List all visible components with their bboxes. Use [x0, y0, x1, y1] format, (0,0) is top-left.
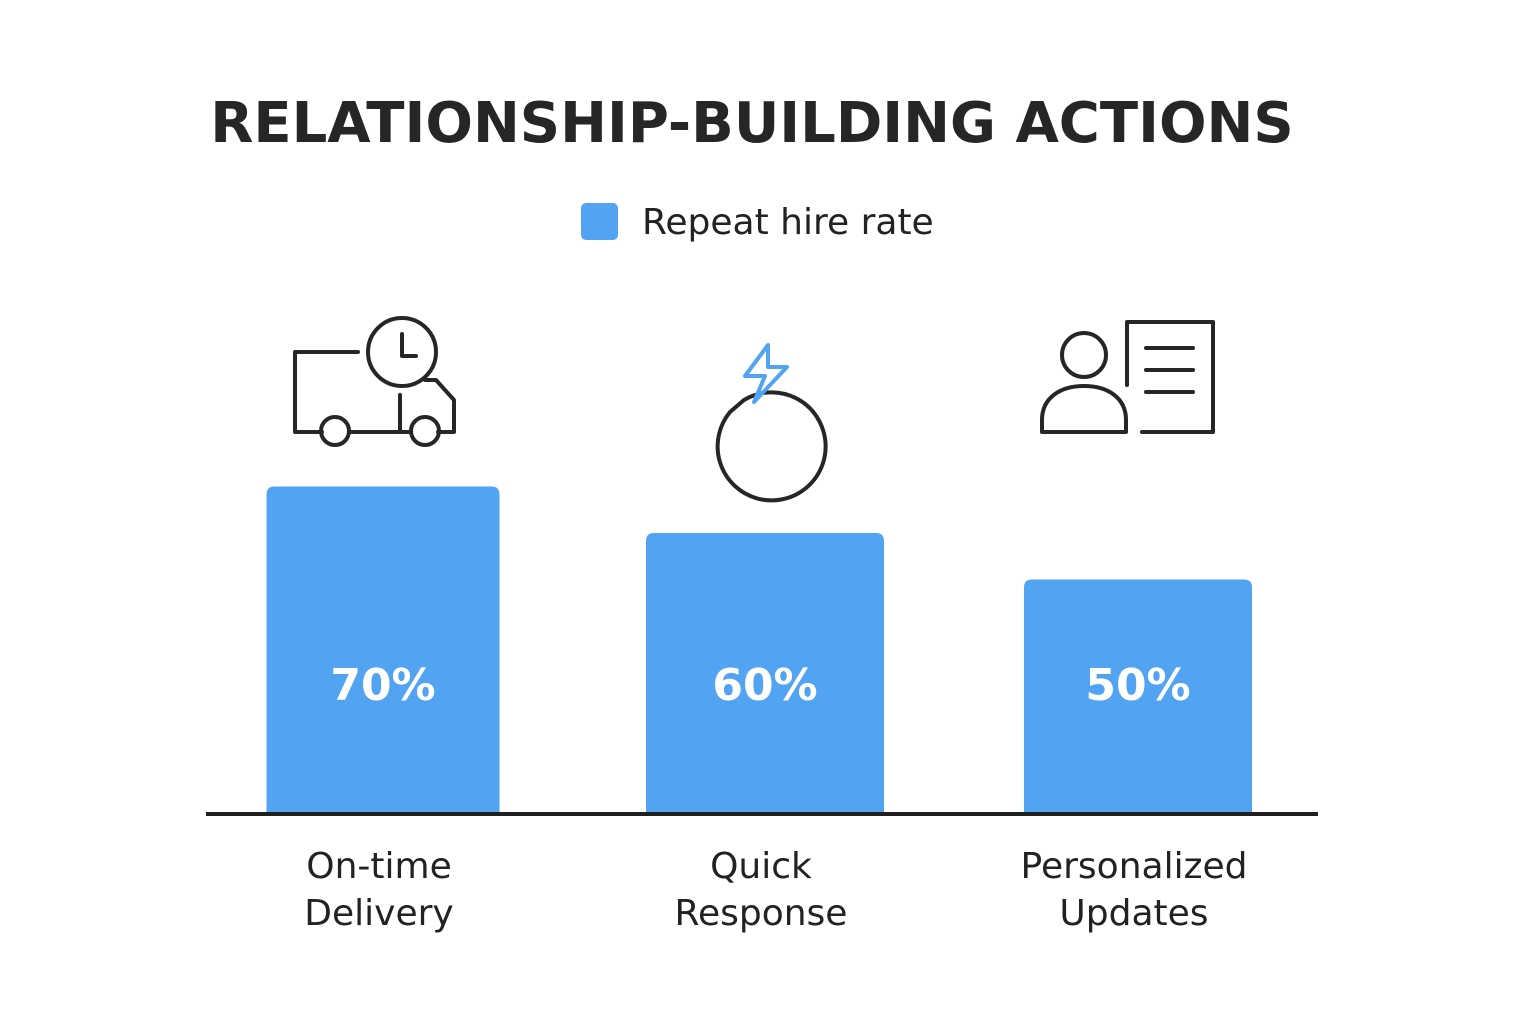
category-label: Delivery: [304, 893, 453, 934]
category-label: Personalized: [1021, 846, 1248, 887]
bar-2: [1024, 579, 1252, 812]
legend: Repeat hire rate: [581, 202, 934, 243]
bars: 70% 60% 50%: [266, 486, 1252, 812]
bar-1: [646, 533, 884, 812]
bar-value-label: 60%: [712, 660, 817, 711]
category-label: On-time: [306, 846, 451, 887]
bar-0: [266, 486, 500, 812]
category-label: Quick: [710, 846, 812, 887]
legend-swatch: [581, 203, 618, 240]
lightning-chat-icon: [715, 343, 828, 503]
bar-value-label: 50%: [1085, 660, 1190, 711]
user-document-icon: [1040, 320, 1215, 434]
chart-title: RELATIONSHIP-BUILDING ACTIONS: [210, 91, 1294, 156]
category-label: Updates: [1059, 893, 1208, 934]
category-label: Response: [675, 893, 848, 934]
bar-value-label: 70%: [330, 660, 435, 711]
delivery-truck-clock-icon: [293, 316, 456, 447]
legend-label: Repeat hire rate: [642, 202, 934, 243]
